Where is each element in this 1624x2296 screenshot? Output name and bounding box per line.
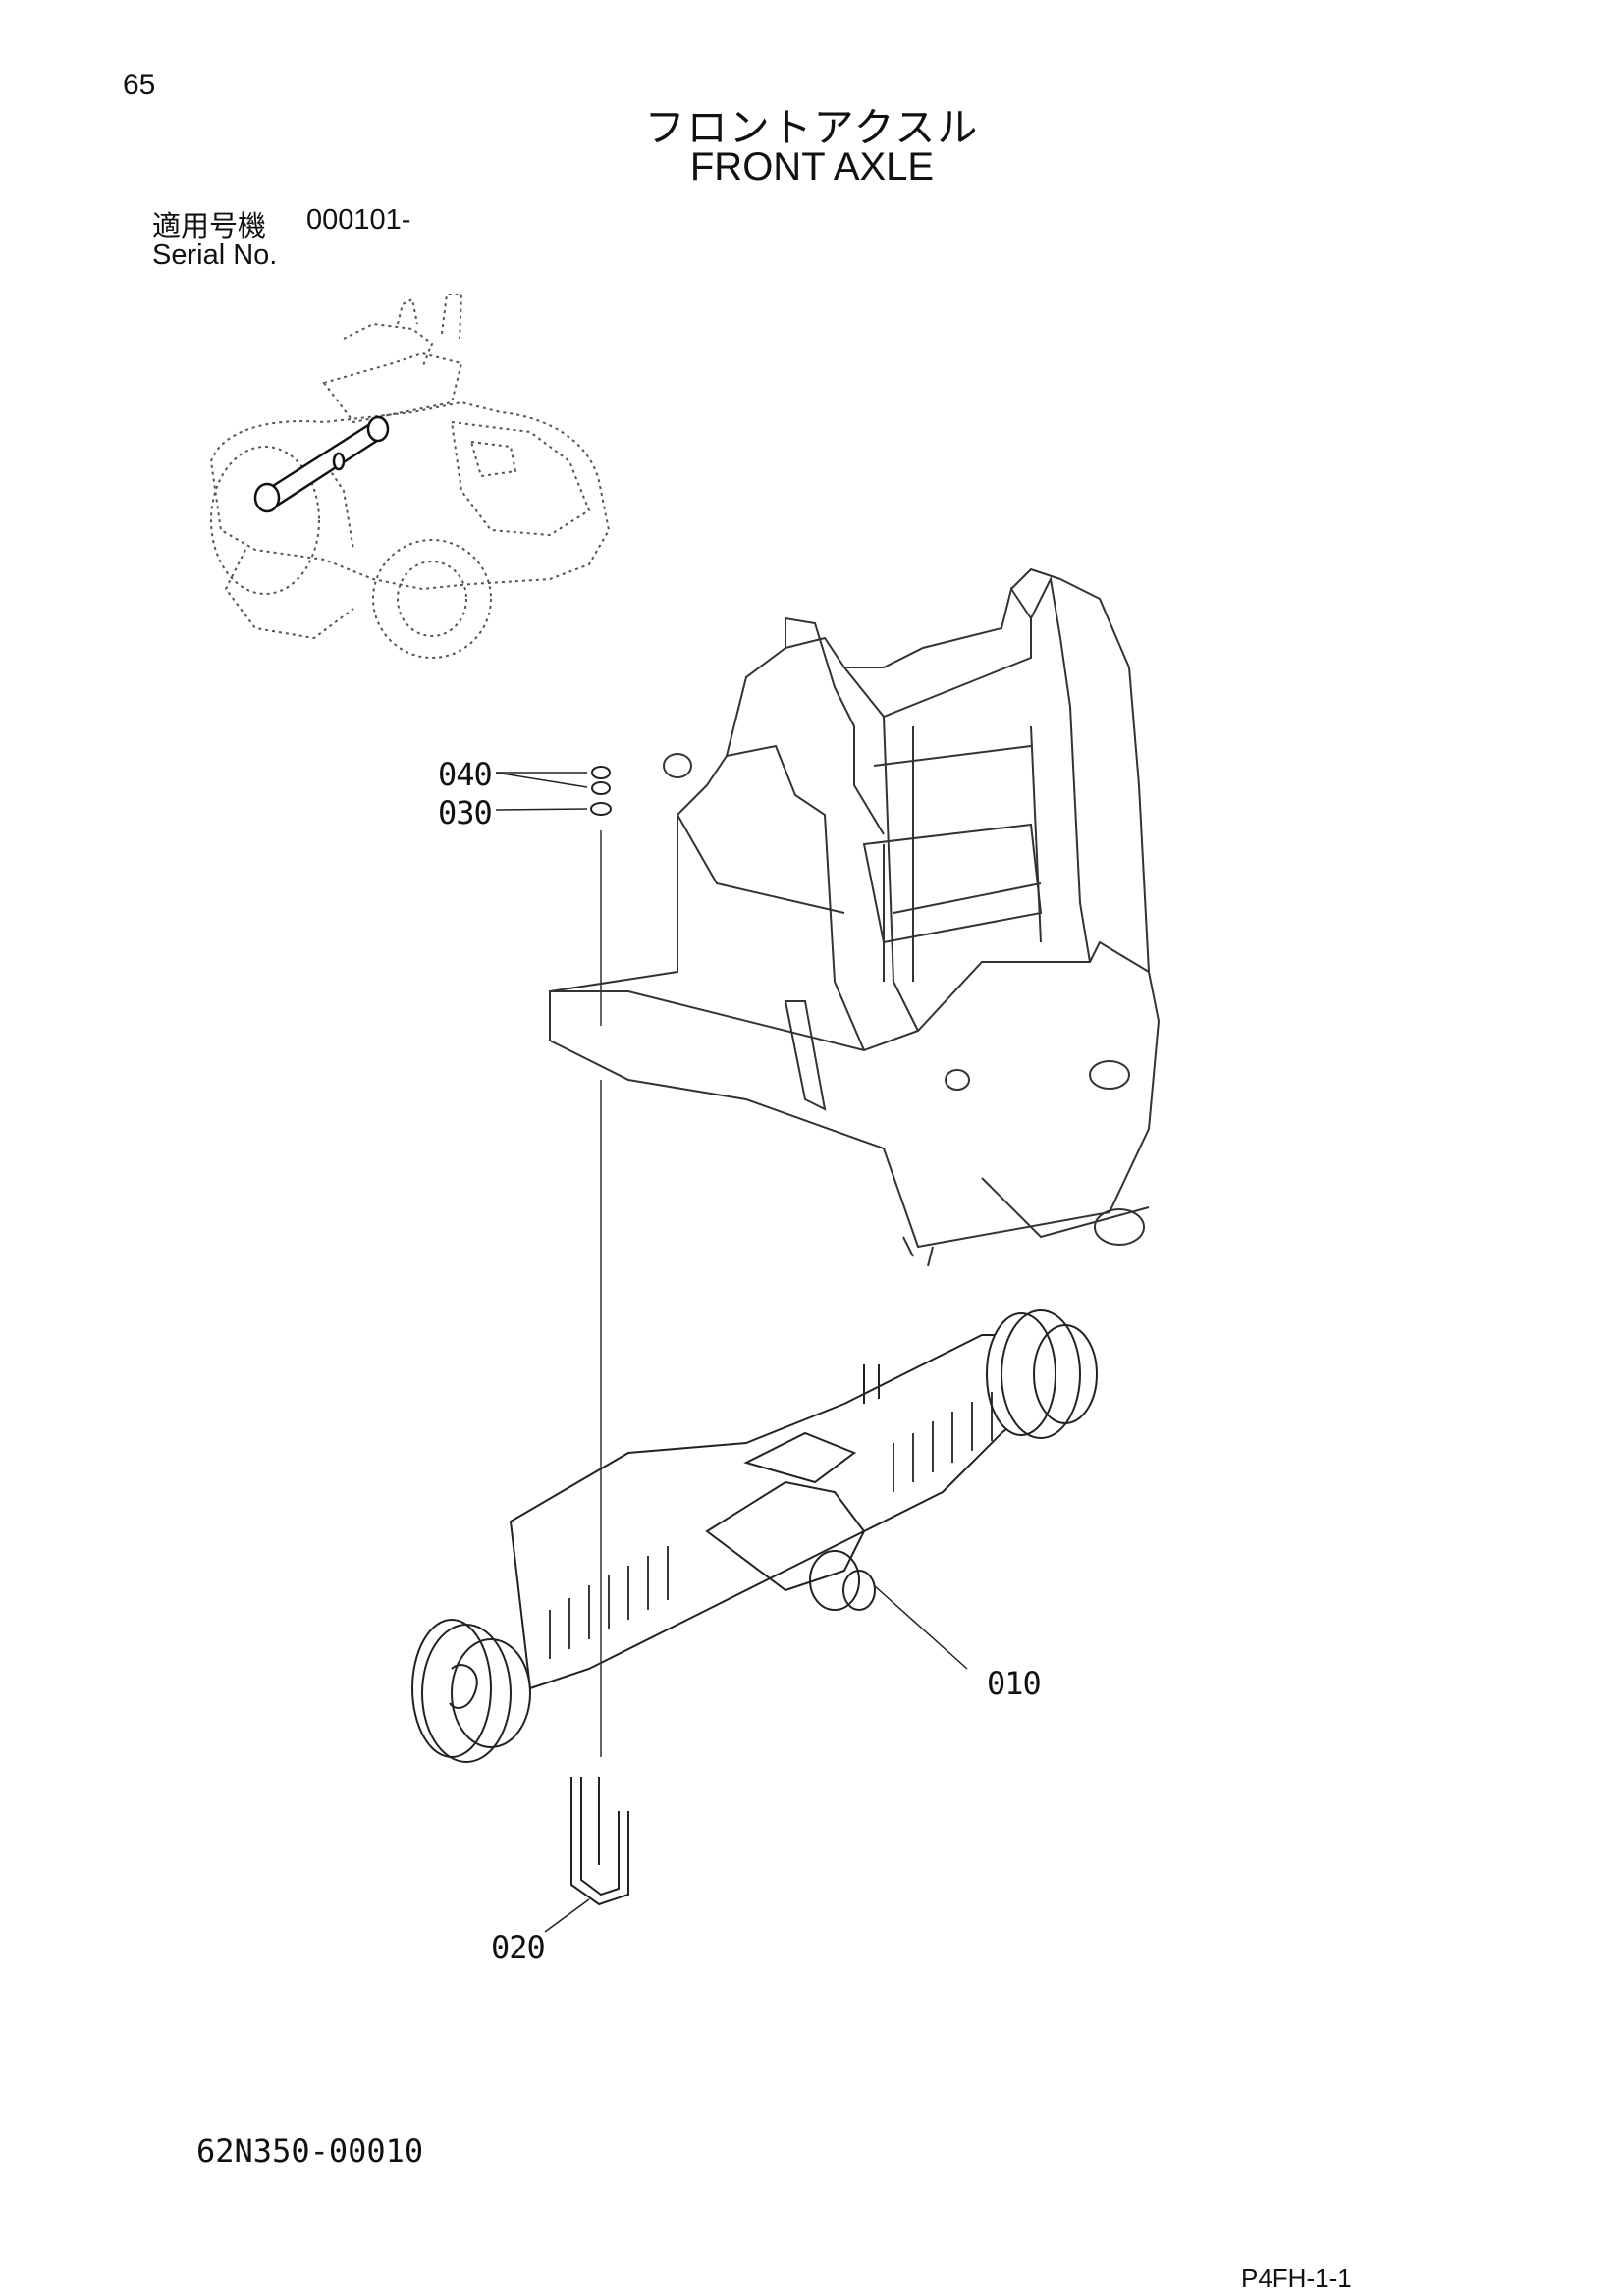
callout-010: 010: [987, 1665, 1042, 1702]
axle-pin-highlight: [253, 415, 390, 513]
callout-020: 020: [491, 1929, 546, 1966]
page-code: P4FH-1-1: [1241, 2264, 1352, 2293]
u-bolt-set: [570, 1777, 629, 1906]
serial-number-label: Serial No.: [152, 240, 278, 271]
serial-range: 000101-: [306, 204, 411, 236]
machine-overview-sketch: [209, 294, 611, 659]
page-title: FRONT AXLE: [689, 145, 935, 188]
drawing-number: 62N350-00010: [196, 2132, 424, 2169]
front-axle-assembly: [411, 1309, 1098, 1763]
callout-040: 040: [438, 756, 493, 793]
page-title-japanese: フロントアクスル: [644, 104, 980, 151]
applicability-label: 適用号機: [152, 209, 267, 242]
callout-leader-lines: [495, 772, 968, 1933]
callout-030: 030: [438, 794, 493, 831]
front-frame: [549, 567, 1161, 1267]
page-number: 65: [123, 69, 156, 101]
nut-and-washer-set: [590, 766, 612, 816]
